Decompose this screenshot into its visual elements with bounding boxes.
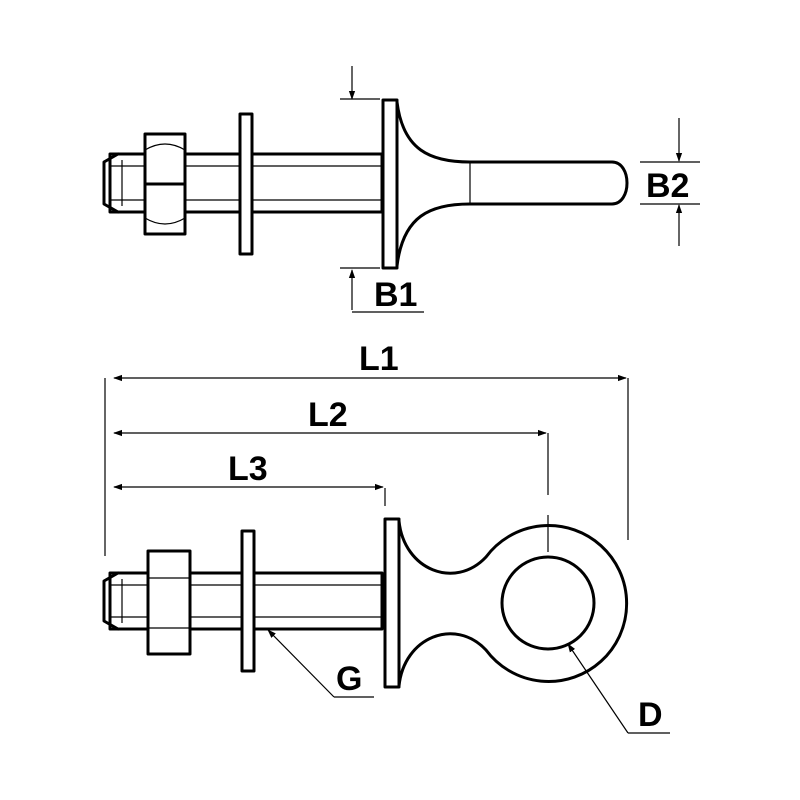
bottom-collar-flange — [383, 517, 401, 689]
g-dimension: G — [267, 629, 374, 698]
eye-hole — [500, 555, 596, 651]
b2-label: B2 — [646, 167, 689, 205]
bottom-hex-nut — [146, 549, 192, 656]
top-collar-flange — [381, 98, 399, 270]
top-washer — [238, 112, 254, 256]
l2-dimension: L2 — [113, 396, 547, 437]
l3-dimension: L3 — [113, 450, 384, 491]
b2-dimension: B2 — [640, 118, 700, 246]
d-dimension: D — [567, 643, 670, 734]
l2-label: L2 — [308, 396, 348, 434]
b1-label: B1 — [374, 276, 417, 314]
d-label: D — [638, 696, 663, 734]
bottom-washer — [240, 529, 256, 673]
top-flared-tang — [395, 100, 629, 268]
top-view: B1 B2 — [102, 66, 700, 314]
l1-label: L1 — [359, 340, 399, 378]
bottom-eye-body — [397, 519, 629, 688]
top-hex-nut — [143, 132, 187, 236]
bottom-view: L1 L2 L3 — [102, 340, 670, 734]
b1-dimension: B1 — [340, 66, 424, 314]
l3-label: L3 — [228, 450, 268, 488]
g-label: G — [336, 660, 362, 698]
l1-dimension: L1 — [113, 340, 627, 382]
